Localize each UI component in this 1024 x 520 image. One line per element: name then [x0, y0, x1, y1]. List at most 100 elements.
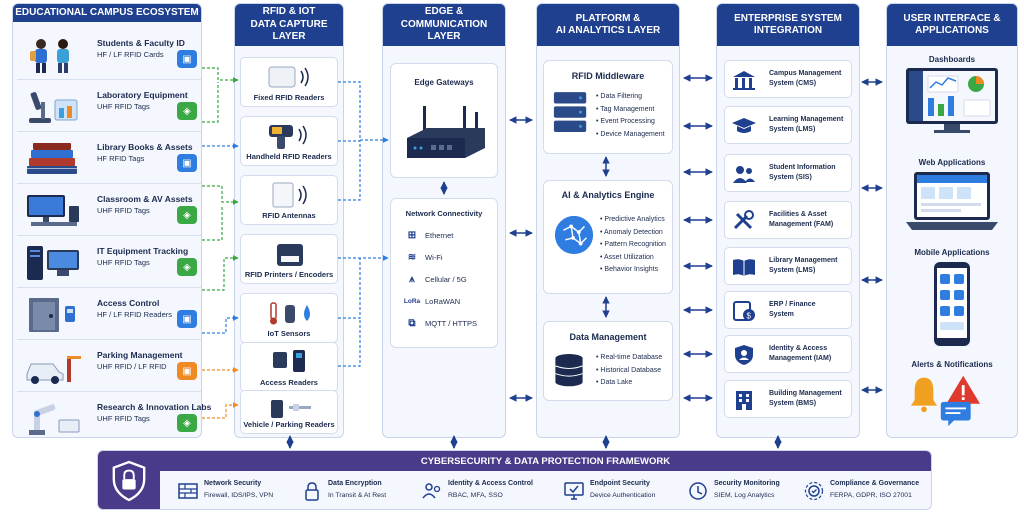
campus-item-library[interactable]: Library Books & Assets HF RFID Tags ▣ [17, 132, 201, 184]
network-connectivity-panel[interactable]: Network Connectivity ⊞Ethernet ≋Wi-Fi ⩚C… [390, 198, 498, 348]
campus-item-it[interactable]: IT Equipment Tracking UHF RFID Tags ◈ [17, 236, 201, 288]
ai-bullet: Predictive Analytics [600, 214, 666, 227]
app-alerts-title: Alerts & Notifications [911, 360, 993, 369]
middleware-bullet: Device Management [596, 129, 664, 142]
campus-item-title: Access Control [97, 298, 160, 308]
app-mobile-title: Mobile Applications [914, 248, 990, 257]
device-handheld-reader[interactable]: Handheld RFID Readers [240, 116, 338, 166]
security-item-sub: Firewall, IDS/IPS, VPN [204, 492, 274, 499]
system-label-line: Identity & Access [769, 345, 828, 352]
network-row-lorawan: LoRa LoRaWAN [399, 290, 497, 312]
rfid-middleware-panel[interactable]: RFID Middleware Data Filtering Tag Manag… [543, 60, 673, 154]
it-equipment-icon [27, 246, 79, 280]
network-label: Wi-Fi [425, 252, 443, 262]
edge-header-line: LAYER [427, 31, 461, 43]
platform-header-line: PLATFORM & [575, 12, 641, 24]
campus-item-lab[interactable]: Laboratory Equipment UHF RFID Tags ◈ [17, 80, 201, 132]
books-icon [27, 143, 77, 174]
campus-item-classroom[interactable]: Classroom & AV Assets UHF RFID Tags ◈ [17, 184, 201, 236]
campus-item-sub: HF RFID Tags [97, 154, 145, 163]
device-rfid-printer[interactable]: RFID Printers / Encoders [240, 234, 338, 284]
capture-header-line: RFID & IOT [262, 6, 316, 18]
device-access-reader[interactable]: Access Readers [240, 342, 338, 392]
app-dashboards-title: Dashboards [928, 55, 976, 64]
shield-lock-icon [112, 460, 146, 502]
ai-analytics-panel[interactable]: AI & Analytics Engine Predictive Analyti… [543, 180, 673, 294]
uhf-tag-icon: ◈ [177, 206, 197, 224]
system-label-line: System (SIS) [769, 174, 812, 181]
cellular-icon: ⩚ [409, 273, 415, 285]
security-item-title: Data Encryption [328, 480, 382, 487]
edge-gateways-panel[interactable]: Edge Gateways [390, 63, 498, 178]
lorawan-icon: LoRa [403, 297, 421, 305]
robot-arm-icon [29, 404, 80, 435]
system-label-line: System (LMS) [769, 126, 816, 133]
web-laptop-icon[interactable] [904, 170, 1000, 236]
campus-item-title: Students & Faculty ID [97, 38, 185, 48]
campus-item-title: IT Equipment Tracking [97, 246, 189, 256]
security-item-sub: In Transit & At Rest [328, 492, 387, 499]
handheld-reader-icon [269, 125, 307, 149]
network-label: Ethernet [425, 230, 454, 240]
device-iot-sensors[interactable]: IoT Sensors [240, 293, 338, 343]
network-row-mqtt: ⧉MQTT / HTTPS [399, 312, 497, 334]
gateway-router-icon [407, 106, 485, 158]
vehicle-tag-icon: ▣ [177, 362, 197, 380]
uhf-tag-icon: ◈ [177, 414, 197, 432]
campus-item-research[interactable]: Research & Innovation Labs UHF RFID Tags… [17, 392, 211, 444]
enterprise-header-line: INTEGRATION [753, 25, 823, 36]
campus-item-sub: HF / LF RFID Cards [97, 50, 164, 59]
system-label-line: Library Management [769, 257, 838, 264]
edge-header: EDGE & COMMUNICATION LAYER [383, 4, 505, 46]
antenna-icon [272, 182, 307, 208]
security-item-sub: Device Authentication [590, 492, 656, 499]
shield-user-icon [735, 345, 753, 365]
network-label: LoRaWAN [425, 296, 461, 306]
capture-header: RFID & IOT DATA CAPTURE LAYER [235, 4, 343, 46]
network-label: Cellular / 5G [425, 274, 467, 284]
capture-header-line: DATA CAPTURE [250, 18, 328, 30]
database-icon [555, 354, 583, 387]
ai-bullet: Pattern Recognition [600, 239, 665, 252]
middleware-bullet: Event Processing [596, 116, 665, 129]
enterprise-header-line: ENTERPRISE SYSTEM [734, 12, 842, 24]
campus-item-title: Laboratory Equipment [97, 90, 188, 100]
device-rfid-antenna[interactable]: RFID Antennas [240, 175, 338, 225]
device-label: RFID Printers / Encoders [244, 270, 334, 279]
campus-item-students[interactable]: Students & Faculty ID HF / LF RFID Cards… [17, 28, 201, 80]
data-management-panel[interactable]: Data Management Real-time Database Histo… [543, 321, 673, 401]
device-vehicle-reader[interactable]: Vehicle / Parking Readers [240, 390, 338, 434]
system-label-line: System (LMS) [769, 267, 816, 274]
users-key-icon [422, 483, 441, 499]
system-label-line: System [769, 311, 794, 318]
device-fixed-reader[interactable]: Fixed RFID Readers [240, 57, 338, 107]
system-label-line: System (CMS) [769, 80, 817, 87]
uhf-tag-icon: ◈ [177, 102, 197, 120]
campus-item-access[interactable]: Access Control HF / LF RFID Readers ▣ [17, 288, 201, 340]
data-management-title: Data Management [569, 332, 647, 342]
system-label-line: Management (FAM) [769, 221, 834, 228]
server-stack-icon [553, 92, 587, 133]
sensors-icon [270, 302, 310, 325]
tools-icon [733, 210, 754, 230]
capture-header-line: LAYER [272, 31, 306, 43]
campus-item-parking[interactable]: Parking Management UHF RFID / LF RFID ▣ [17, 340, 201, 392]
security-item-title: Compliance & Governance [830, 480, 920, 487]
alerts-icon[interactable] [904, 372, 1000, 428]
brain-circuit-icon [554, 215, 594, 255]
mobile-phone-icon[interactable] [932, 260, 972, 348]
dashboard-monitor-icon[interactable] [904, 66, 1000, 136]
system-label-line: Management (IAM) [769, 355, 832, 362]
